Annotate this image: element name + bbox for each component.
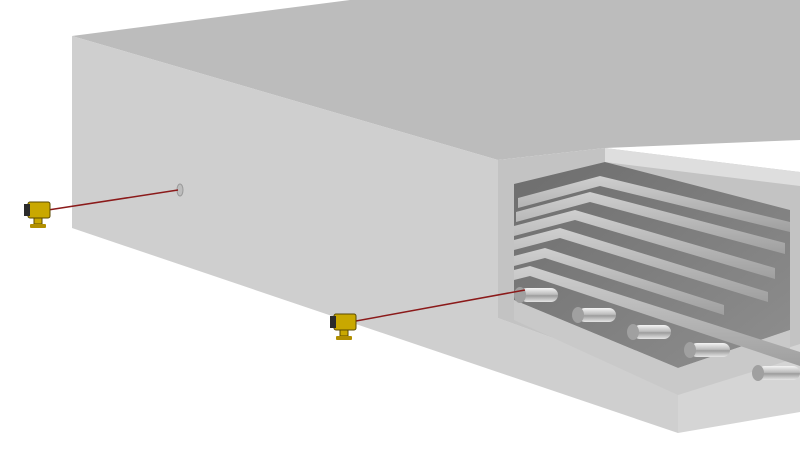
furnace-front-face	[72, 36, 678, 433]
roller	[752, 365, 800, 381]
roller	[684, 342, 730, 358]
furnace-top-face	[72, 0, 800, 160]
rails	[514, 176, 800, 366]
opening-inner-wall	[605, 148, 800, 186]
laser-beam-left	[47, 189, 179, 211]
sensor-left-icon[interactable]	[24, 201, 51, 228]
rollers	[514, 287, 800, 381]
roller	[627, 324, 671, 340]
rail	[514, 248, 724, 315]
roller	[514, 287, 558, 303]
sensor-bottom-icon[interactable]	[330, 313, 357, 340]
opening-floor	[514, 300, 790, 395]
roller	[572, 307, 616, 323]
rail	[514, 266, 800, 366]
laser-beam-bottom	[355, 289, 526, 322]
rail	[514, 228, 768, 302]
